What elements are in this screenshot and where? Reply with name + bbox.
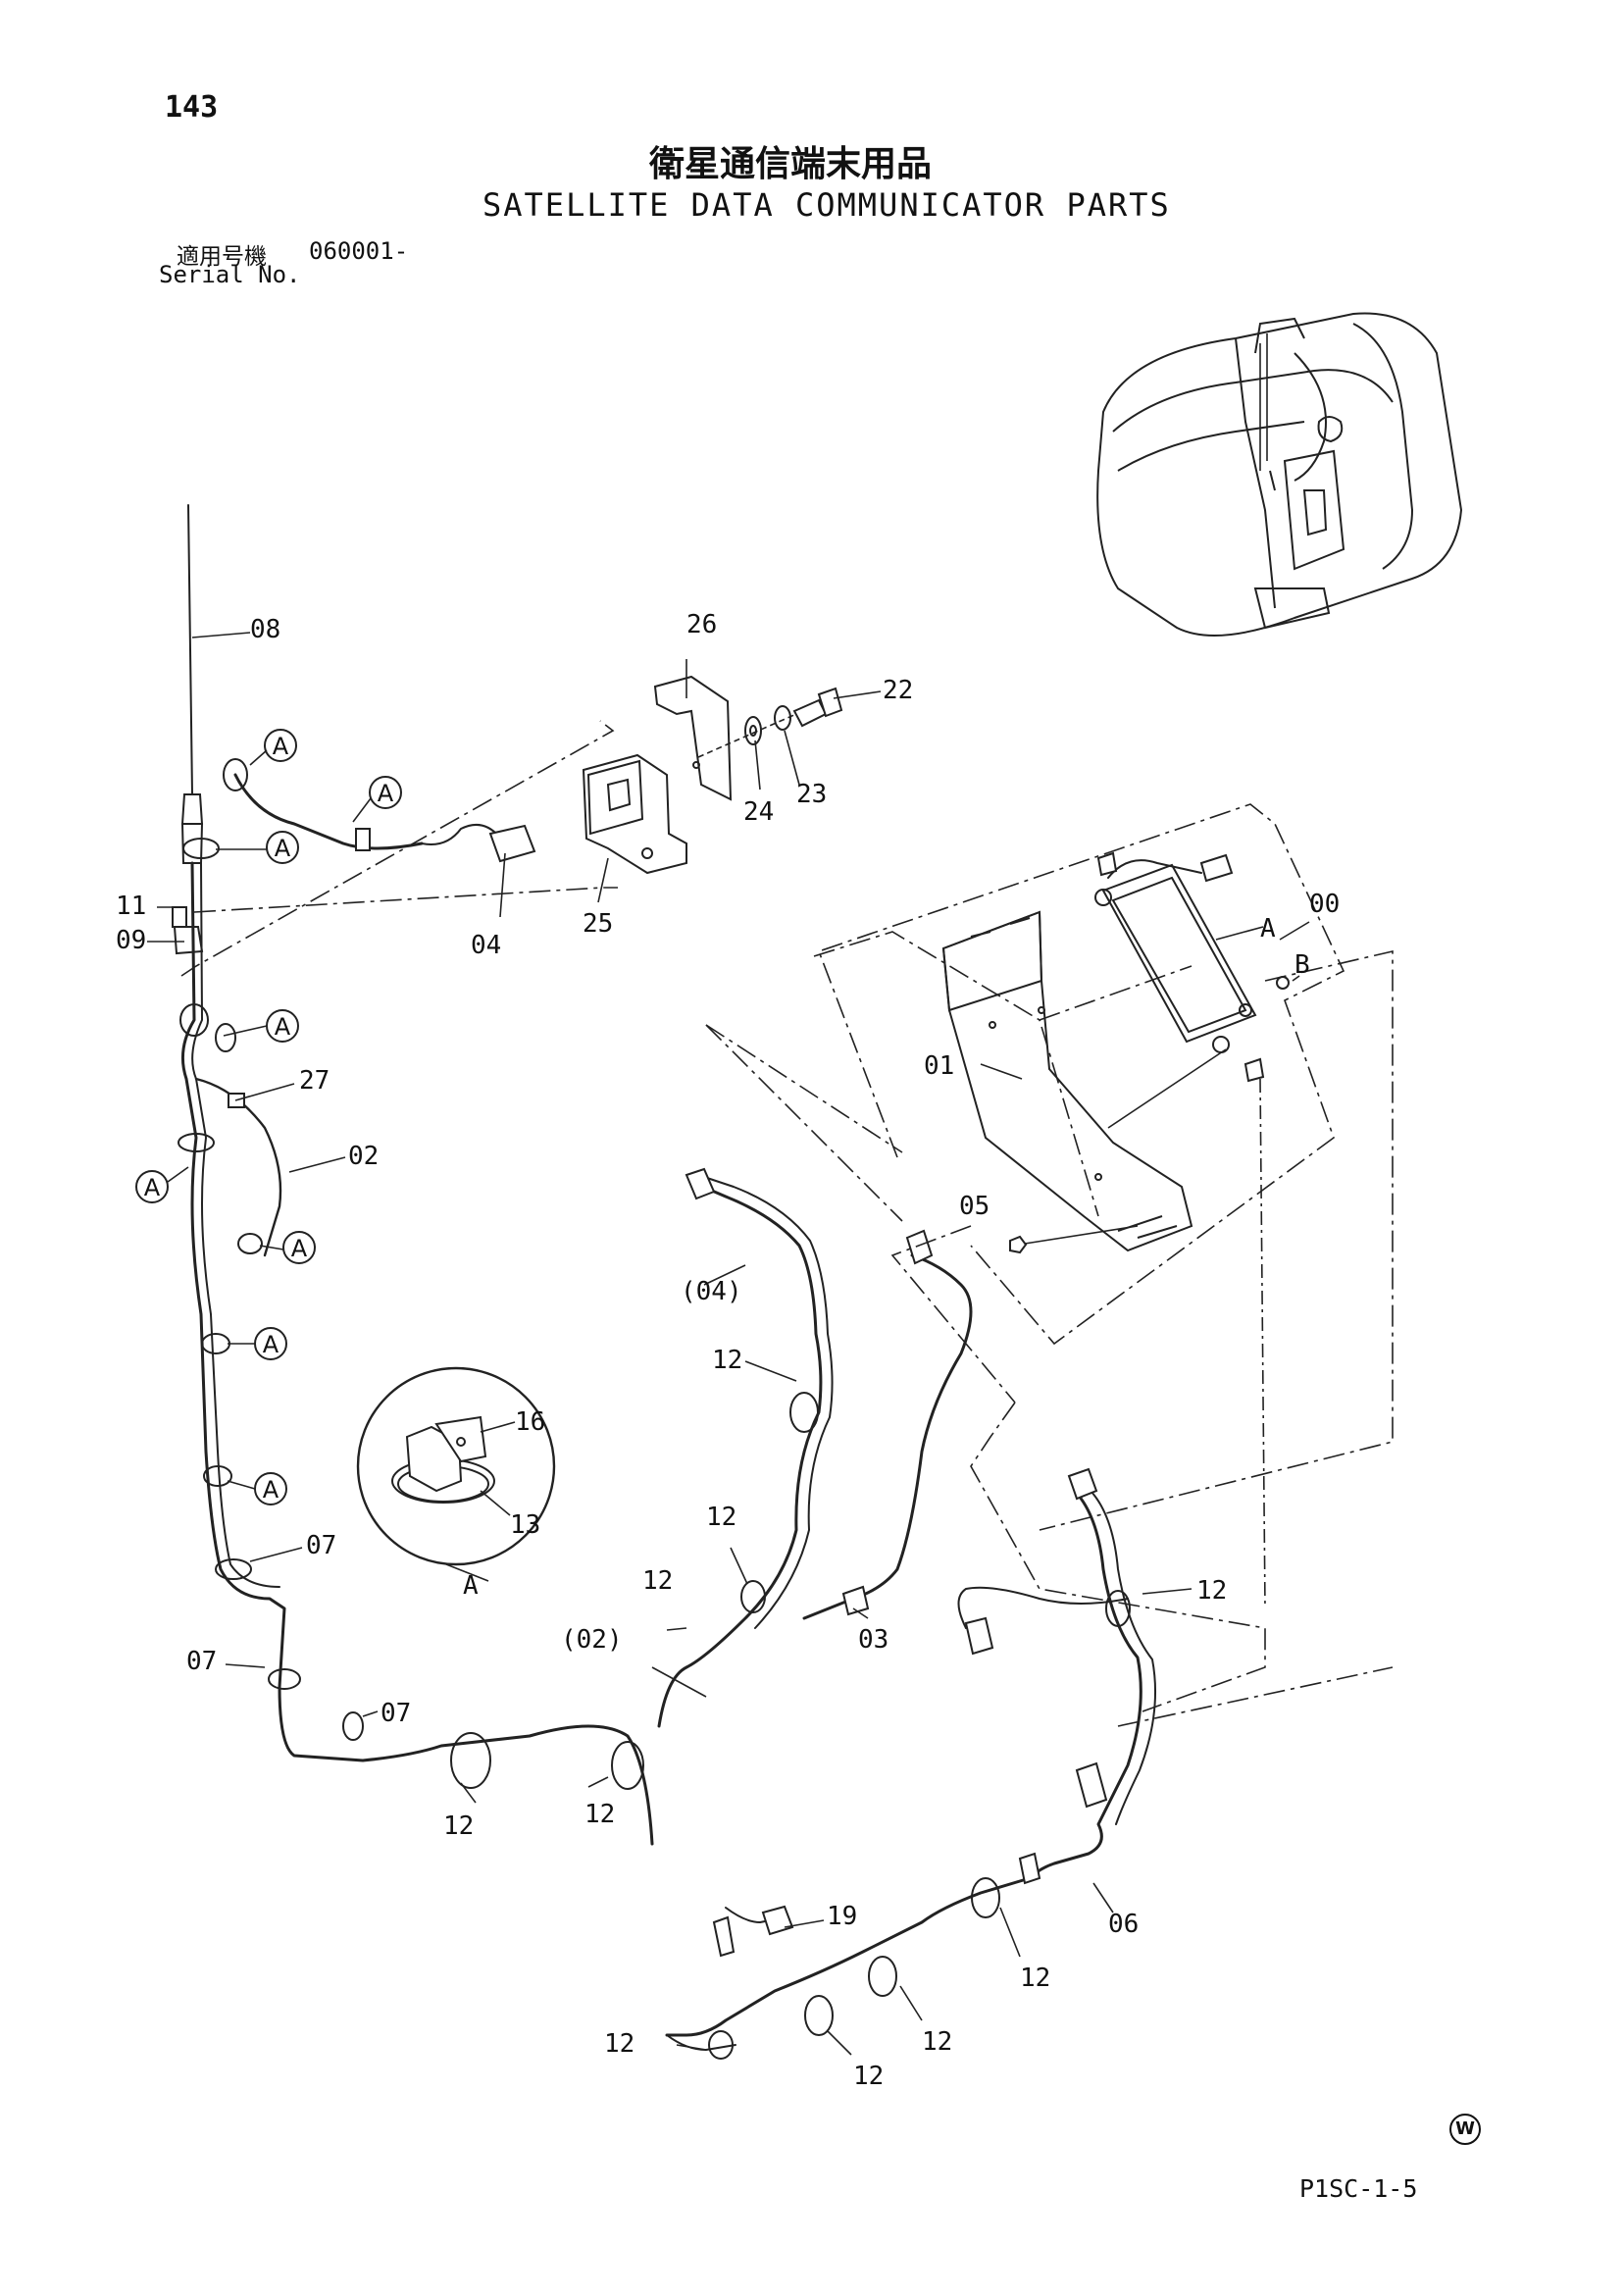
label-07-c: 07 xyxy=(381,1699,411,1728)
label-12-b: 12 xyxy=(706,1503,736,1532)
ref-a-marker-4: A xyxy=(275,1013,291,1041)
ref-a-marker-3: A xyxy=(275,835,291,862)
phantom-lines xyxy=(180,720,1394,1727)
machine-cab-sketch xyxy=(1096,312,1463,637)
label-27: 27 xyxy=(299,1066,330,1096)
harness-04-lower-outer xyxy=(697,1174,834,1629)
plate-26 xyxy=(653,675,733,801)
watermark-w-mark: W xyxy=(1449,2114,1481,2145)
label-09: 09 xyxy=(116,926,146,955)
connector-19-b xyxy=(712,1915,736,1958)
page-number: 143 xyxy=(165,90,219,125)
ref-a-marker-5: A xyxy=(144,1174,161,1201)
ref-a-marker-7: A xyxy=(263,1331,279,1358)
label-02: 02 xyxy=(348,1142,379,1171)
label-07-a: 07 xyxy=(306,1531,336,1560)
harness-06-end xyxy=(666,2034,736,2051)
bracket-25 xyxy=(582,753,687,875)
harness-04-top xyxy=(233,773,424,850)
label-12-j: 12 xyxy=(604,2029,634,2059)
label-08: 08 xyxy=(250,615,280,644)
label-22: 22 xyxy=(883,676,913,705)
label-12-c: 12 xyxy=(642,1566,673,1596)
label-04-paren: (04) xyxy=(681,1277,742,1306)
label-05: 05 xyxy=(959,1192,990,1221)
label-07-b: 07 xyxy=(186,1647,217,1676)
harness-06-branch xyxy=(957,1586,1129,1629)
label-12-a: 12 xyxy=(712,1346,742,1375)
clip-06 xyxy=(1018,1852,1041,1885)
tray-01 xyxy=(941,910,1193,1252)
connector-19 xyxy=(761,1905,794,1936)
serial-number-value: 060001- xyxy=(309,237,409,265)
ref-a-marker-8: A xyxy=(263,1476,279,1504)
label-02-paren: (02) xyxy=(561,1625,623,1655)
label-13: 13 xyxy=(510,1510,540,1540)
connector-03-end xyxy=(841,1585,870,1616)
label-24: 24 xyxy=(743,797,774,827)
leader-lines xyxy=(147,632,1310,2056)
label-00: 00 xyxy=(1309,890,1340,919)
harness-19 xyxy=(725,1907,786,1923)
screw-05 xyxy=(1009,1235,1028,1254)
clamps-a xyxy=(178,758,644,1790)
label-26: 26 xyxy=(686,610,717,639)
ref-a-markers xyxy=(135,729,402,1505)
label-16: 16 xyxy=(515,1407,545,1437)
label-23: 23 xyxy=(796,780,827,809)
ref-a-marker-2: A xyxy=(378,780,394,807)
title-japanese: 衛星通信端末用品 xyxy=(649,144,933,184)
connector-06-branch xyxy=(964,1616,994,1656)
connector-06 xyxy=(1075,1761,1108,1809)
connector-03 xyxy=(905,1229,934,1265)
label-detail-a: A xyxy=(463,1571,479,1601)
label-12-i: 12 xyxy=(853,2062,884,2091)
serial-label-english: Serial No. xyxy=(159,261,301,288)
ref-a-marker-1: A xyxy=(273,733,289,760)
label-11: 11 xyxy=(116,892,146,921)
connector-06-top xyxy=(1067,1467,1098,1501)
controller-00 xyxy=(1094,851,1290,1609)
label-06: 06 xyxy=(1108,1910,1139,1939)
label-ref-a-controller: A xyxy=(1260,914,1276,944)
label-25: 25 xyxy=(583,909,613,939)
bolt-washers-22-24 xyxy=(697,687,843,758)
title-english: SATELLITE DATA COMMUNICATOR PARTS xyxy=(482,186,1171,224)
harness-02-main xyxy=(180,861,654,1846)
drawing-code: P1SC-1-5 xyxy=(1299,2174,1418,2203)
connector-04 xyxy=(488,824,536,863)
label-12-d: 12 xyxy=(1196,1576,1227,1606)
serial-label-japanese: 適用号機 xyxy=(177,244,267,270)
label-12-g: 12 xyxy=(1020,1964,1050,1993)
label-03: 03 xyxy=(858,1625,888,1655)
label-12-e: 12 xyxy=(443,1811,474,1841)
harness-04-lower xyxy=(657,1180,823,1728)
harness-06-outer xyxy=(1090,1490,1156,1825)
antenna-08 xyxy=(180,504,204,864)
ref-a-marker-6: A xyxy=(291,1235,308,1262)
harness-03 xyxy=(802,1253,973,1620)
detail-a-circle xyxy=(356,1366,556,1566)
mount-bracket-09 xyxy=(172,906,204,955)
label-ref-b: B xyxy=(1294,950,1310,980)
harness-02-branch xyxy=(194,1077,282,1257)
harness-02-main-outer xyxy=(191,862,280,1588)
label-12-h: 12 xyxy=(922,2027,952,2057)
connector-04-lower xyxy=(685,1167,716,1200)
label-04: 04 xyxy=(471,931,501,960)
ties-12 xyxy=(708,1392,1131,2060)
label-12-f: 12 xyxy=(584,1800,615,1829)
label-01: 01 xyxy=(924,1051,954,1081)
harness-06 xyxy=(665,1494,1142,2037)
label-19: 19 xyxy=(827,1902,857,1931)
